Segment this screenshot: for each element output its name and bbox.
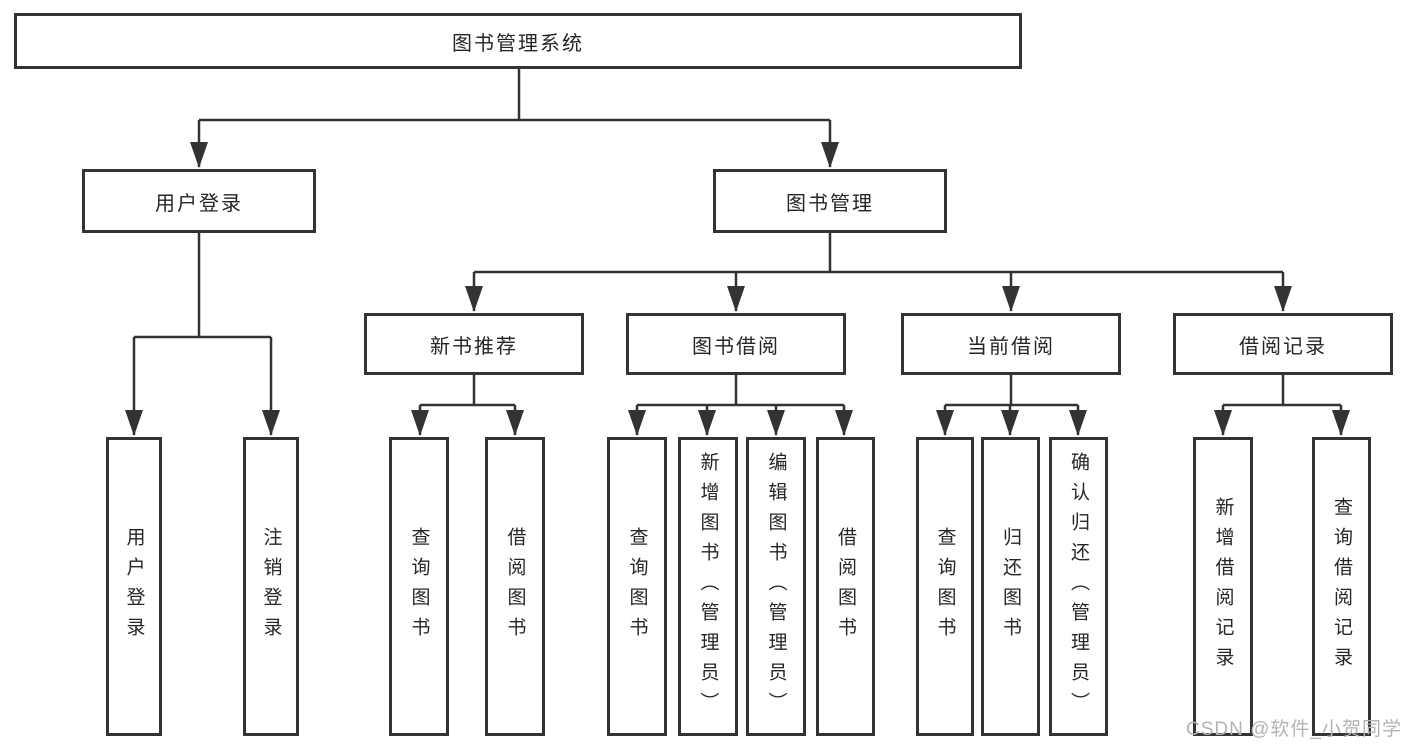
- node-leaf-query-books-current-label: 查询图书: [934, 526, 956, 647]
- node-book-mgmt-label: 图书管理: [786, 192, 874, 215]
- node-leaf-logout-login: 注销登录: [243, 437, 299, 736]
- node-leaf-query-borrow-record: 查询借阅记录: [1312, 437, 1371, 736]
- node-leaf-edit-books-admin: 编辑图书（管理员）: [746, 437, 806, 736]
- node-leaf-user-login: 用户登录: [106, 437, 162, 736]
- node-book-borrow: 图书借阅: [626, 313, 846, 375]
- node-leaf-confirm-return-admin-label: 确认归还（管理员）: [1068, 451, 1089, 722]
- node-new-book-rec: 新书推荐: [364, 313, 584, 375]
- node-borrow-record-label: 借阅记录: [1239, 335, 1327, 358]
- node-leaf-edit-books-admin-label: 编辑图书（管理员）: [765, 451, 787, 722]
- node-leaf-query-borrow-record-label: 查询借阅记录: [1331, 496, 1352, 677]
- node-new-book-rec-label: 新书推荐: [430, 335, 518, 358]
- node-book-mgmt: 图书管理: [713, 169, 947, 233]
- node-leaf-query-books-rec-label: 查询图书: [408, 526, 430, 647]
- node-book-borrow-label: 图书借阅: [692, 335, 780, 358]
- node-leaf-add-books-admin: 新增图书（管理员）: [678, 437, 738, 736]
- connector-line: [134, 69, 1341, 407]
- node-leaf-add-books-admin-label: 新增图书（管理员）: [697, 451, 719, 722]
- node-leaf-borrow-books-rec: 借阅图书: [485, 437, 545, 736]
- node-leaf-add-borrow-record: 新增借阅记录: [1193, 437, 1253, 736]
- node-leaf-query-books-borrow-label: 查询图书: [626, 526, 648, 647]
- node-leaf-query-books-current: 查询图书: [916, 437, 974, 736]
- node-user-login: 用户登录: [82, 169, 316, 233]
- node-leaf-borrow-books-rec-label: 借阅图书: [504, 526, 526, 647]
- node-root: 图书管理系统: [14, 13, 1022, 69]
- node-leaf-borrow-books-label: 借阅图书: [835, 526, 856, 647]
- node-leaf-return-books: 归还图书: [981, 437, 1040, 736]
- node-leaf-add-borrow-record-label: 新增借阅记录: [1212, 496, 1234, 677]
- node-leaf-borrow-books: 借阅图书: [816, 437, 875, 736]
- node-borrow-record: 借阅记录: [1173, 313, 1393, 375]
- csdn-watermark: CSDN @软件_小贺同学: [1186, 719, 1402, 740]
- node-user-login-label: 用户登录: [155, 192, 243, 215]
- node-leaf-return-books-label: 归还图书: [1000, 526, 1021, 647]
- node-leaf-logout-login-label: 注销登录: [260, 526, 282, 647]
- node-current-borrow: 当前借阅: [901, 313, 1121, 375]
- node-root-label: 图书管理系统: [452, 32, 584, 55]
- node-leaf-query-books-borrow: 查询图书: [607, 437, 667, 736]
- node-leaf-user-login-label: 用户登录: [123, 526, 145, 647]
- node-leaf-confirm-return-admin: 确认归还（管理员）: [1049, 437, 1108, 736]
- node-leaf-query-books-rec: 查询图书: [389, 437, 449, 736]
- node-current-borrow-label: 当前借阅: [967, 335, 1055, 358]
